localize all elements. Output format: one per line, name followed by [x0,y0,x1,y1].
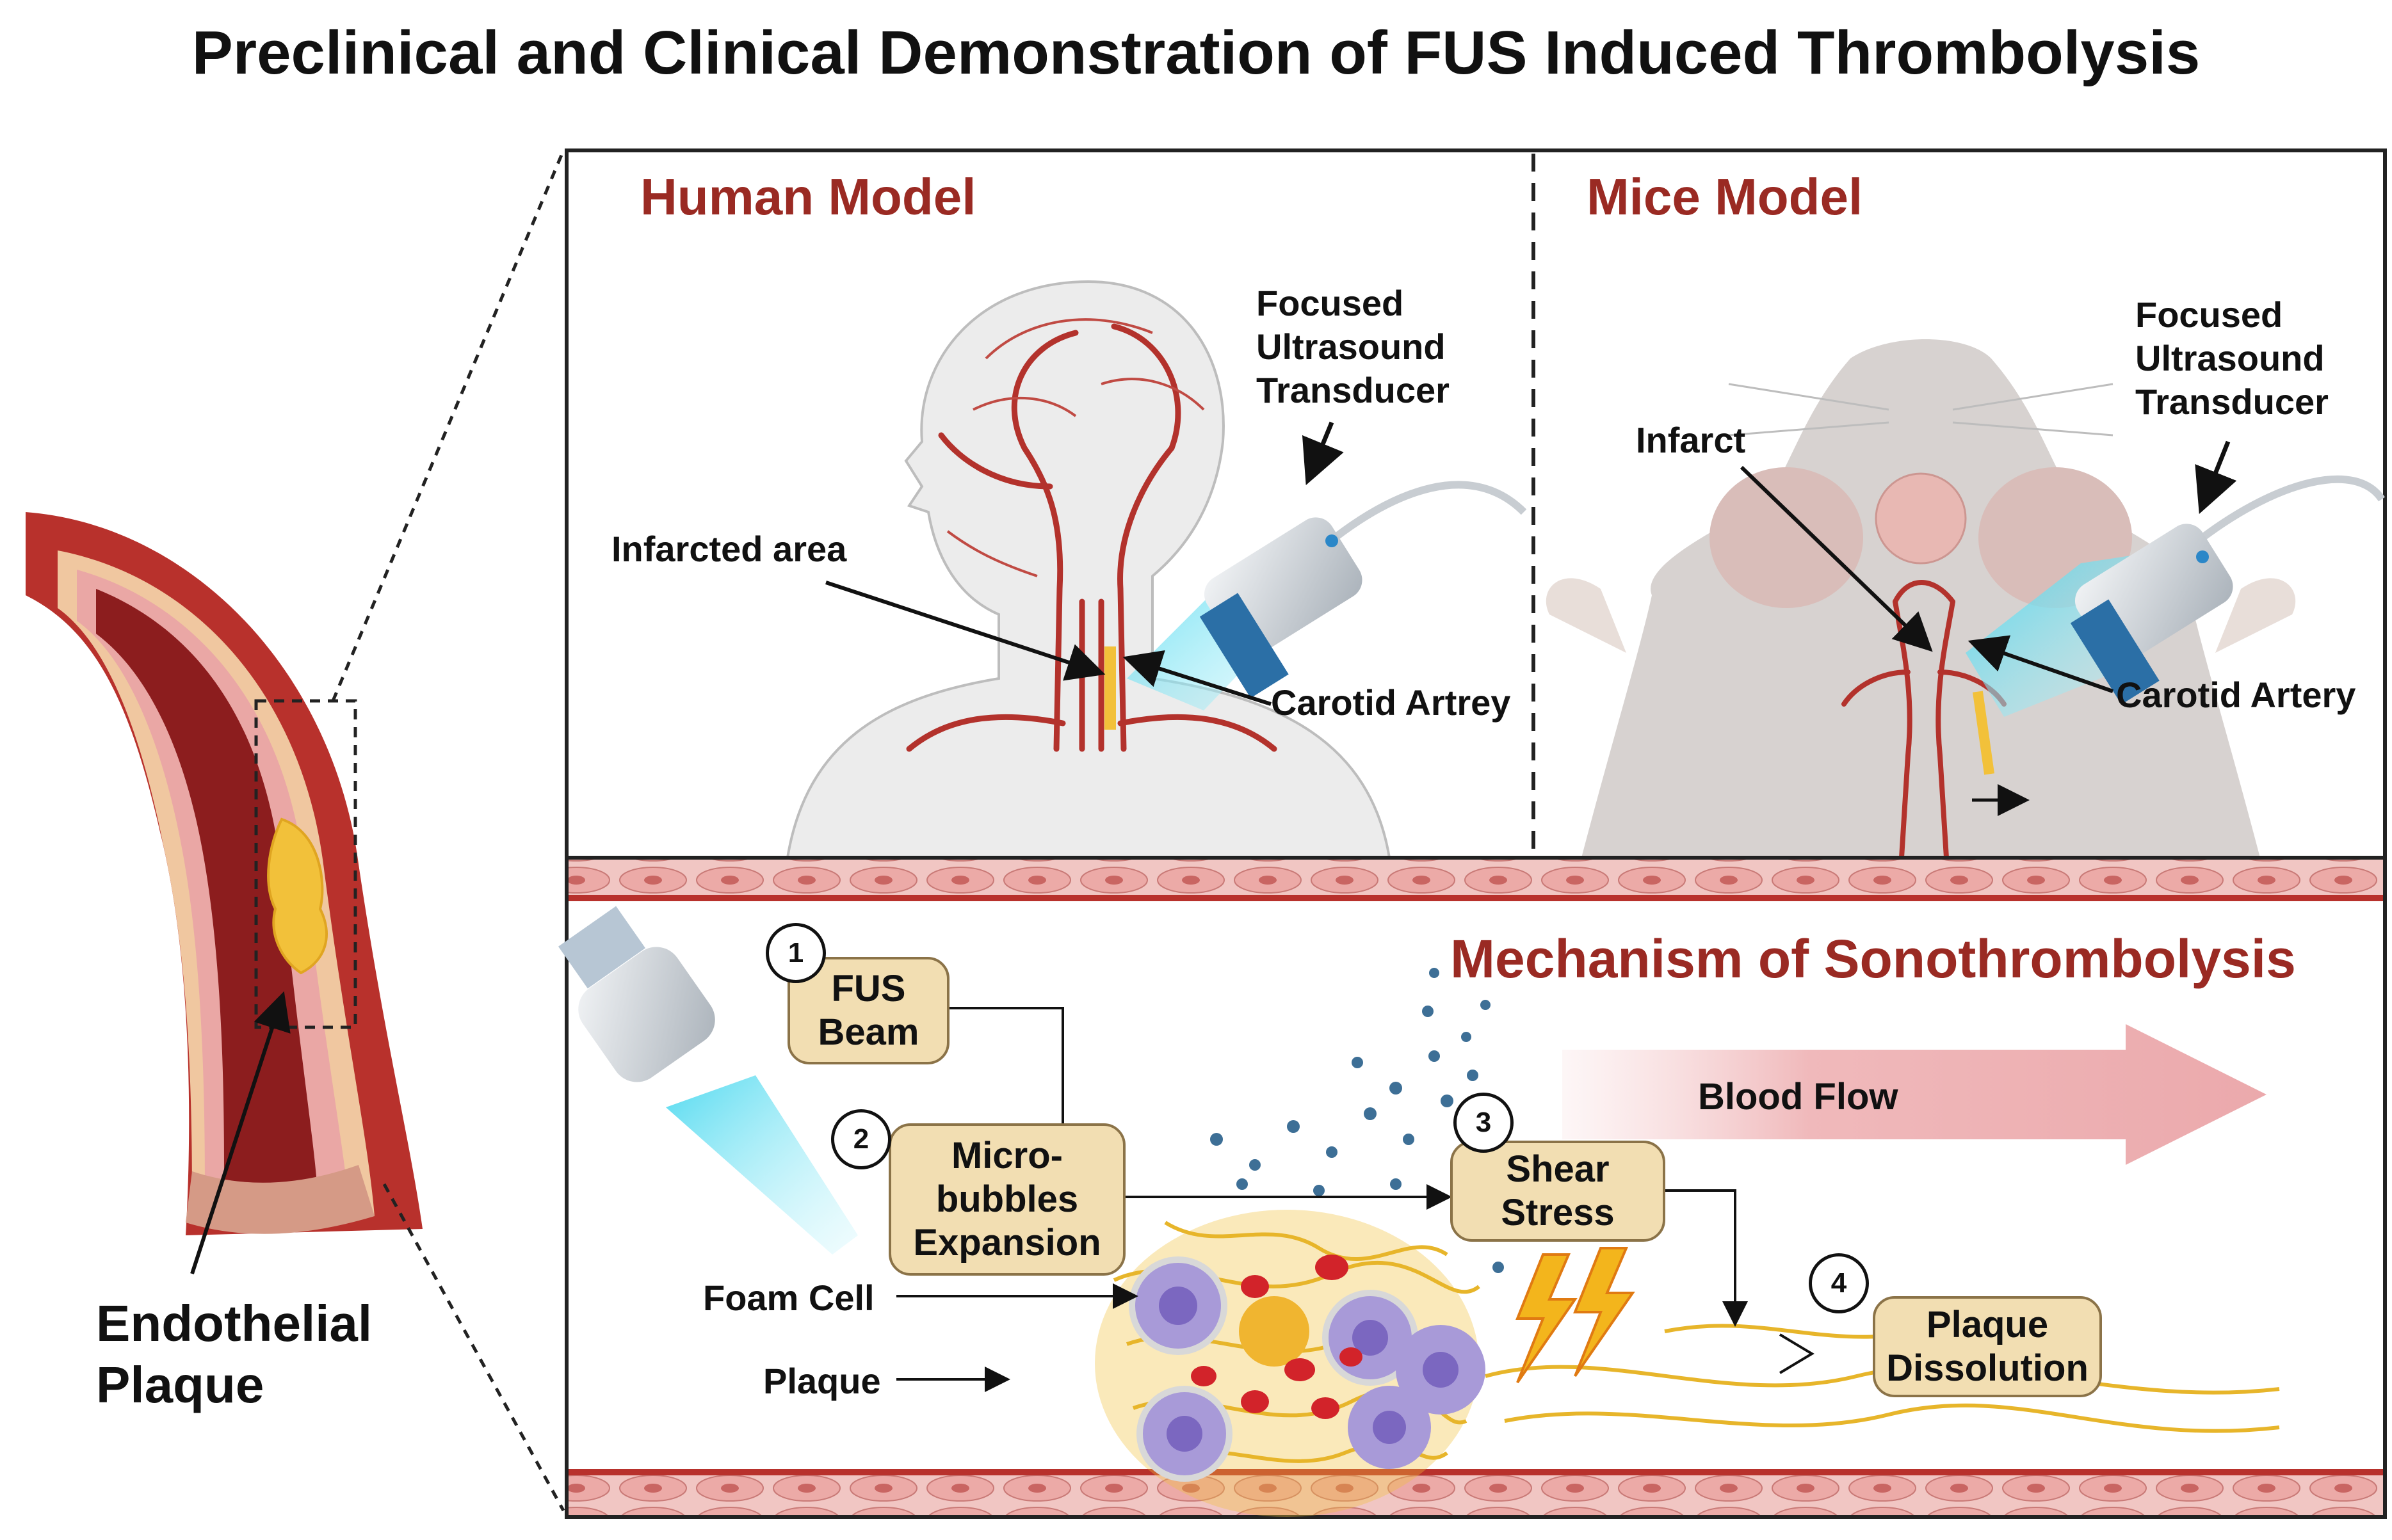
human-transducer-label-line3: Transducer [1256,370,1450,410]
shear-stress-lightning-icon [1515,1247,1635,1384]
mice-transducer-label-line2: Ultrasound [2135,338,2325,378]
mice-model-heading: Mice Model [1587,168,1863,225]
step-4-badge: 4 [1809,1253,1869,1313]
human-transducer-label-line1: Focused [1256,283,1404,323]
mechanism-transducer-probe [558,906,858,1255]
blood-flow-label: Blood Flow [1698,1076,1898,1118]
human-model-heading: Human Model [640,168,976,225]
endothelial-plaque-label-line1: Endothelial [96,1295,373,1352]
mechanism-heading: Mechanism of Sonothrombolysis [1450,929,2296,989]
endothelial-plaque-label: Endothelial Plaque [96,1293,372,1416]
step-3-badge: 3 [1453,1093,1514,1153]
mice-transducer-label-line3: Transducer [2135,381,2329,422]
foam-cell-label: Foam Cell [703,1278,875,1318]
mice-carotid-label: Carotid Artery [2116,675,2356,715]
infarcted-area-label: Infarcted area [611,529,847,569]
mice-transducer-label: Focused Ultrasound Transducer [2135,293,2329,424]
human-transducer-label: Focused Ultrasound Transducer [1256,282,1450,412]
figure-title: Preclinical and Clinical Demonstration o… [191,19,2201,87]
endothelial-plaque-label-line2: Plaque [96,1356,264,1413]
main-panel-frame [565,148,2387,1519]
step-plaque-dissolution-box: Plaque Dissolution [1873,1296,2102,1397]
mice-infarct-label: Infarct [1636,420,1746,460]
blood-flow-arrow [1562,1024,2267,1165]
human-transducer-probe [1127,481,1527,710]
step-microbubbles-box: Micro- bubbles Expansion [889,1123,1126,1276]
plaque-clot [1095,1210,2280,1517]
mouse-transducer-probe [1966,475,2385,717]
human-carotid-label: Carotid Artrey [1271,682,1511,723]
step-shear-stress-box: Shear Stress [1450,1141,1665,1242]
step-1-badge: 1 [766,923,826,983]
human-transducer-label-line2: Ultrasound [1256,326,1446,367]
step-2-badge: 2 [831,1109,891,1169]
blood-vessel-illustration [26,150,565,1512]
plaque-label: Plaque [763,1361,881,1401]
mice-transducer-label-line1: Focused [2135,294,2283,335]
